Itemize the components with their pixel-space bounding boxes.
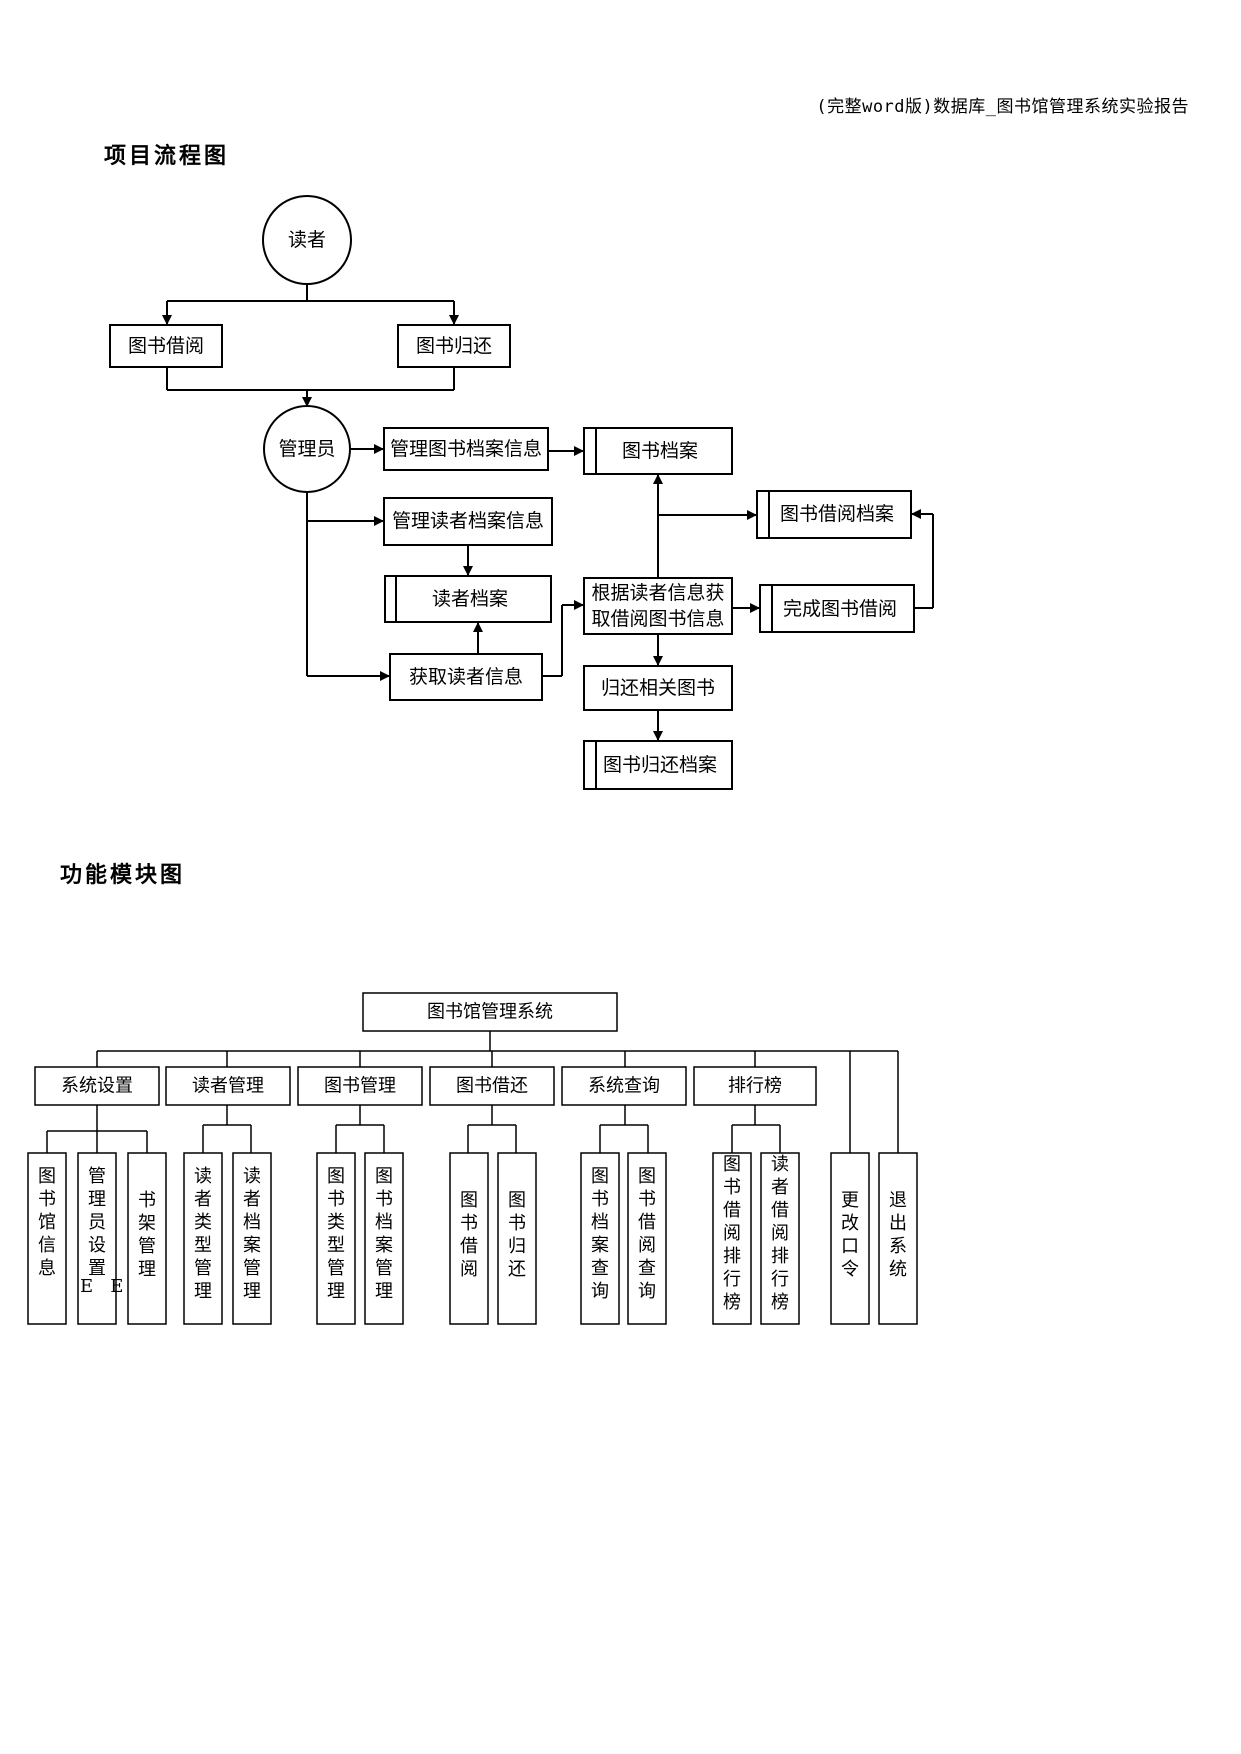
module-leaf: 图书借阅 xyxy=(460,1190,478,1280)
module-category: 系统查询 xyxy=(588,1076,660,1097)
flow-node-manage-book-records: 管理图书档案信息 xyxy=(390,438,542,460)
module-leaf: 更改口令 xyxy=(841,1190,859,1280)
module-leaf: 图书借阅查询 xyxy=(638,1166,656,1302)
flow-node-manage-reader-records: 管理读者档案信息 xyxy=(392,510,544,532)
module-leaf: 图书归还 xyxy=(508,1190,526,1280)
module-leaf: 图书类型管理 xyxy=(327,1166,345,1302)
module-category: 排行榜 xyxy=(728,1076,782,1097)
flow-node-get-reader-info: 获取读者信息 xyxy=(409,666,523,688)
flow-node-reader-records: 读者档案 xyxy=(432,588,508,610)
flow-node-admin: 管理员 xyxy=(278,438,335,460)
module-leaf: 读者借阅排行榜 xyxy=(771,1154,789,1313)
module-leaf: 图书借阅排行榜 xyxy=(723,1154,741,1313)
module-leaf: 管理员设置 xyxy=(88,1166,106,1279)
flowchart-heading: 项目流程图 xyxy=(104,144,230,169)
flow-node-complete-borrow: 完成图书借阅 xyxy=(783,598,897,620)
module-leaf: 读者类型管理 xyxy=(194,1166,212,1302)
flow-node-fetch-borrow-info-line1: 根据读者信息获 xyxy=(591,582,724,604)
stray-glyphs: E E xyxy=(80,1276,123,1297)
document-header: (完整word版)数据库_图书馆管理系统实验报告 xyxy=(816,97,1189,117)
module-leaf: 读者档案管理 xyxy=(243,1166,261,1302)
module-category: 图书管理 xyxy=(324,1076,396,1097)
flow-node-fetch-borrow-info-line2: 取借阅图书信息 xyxy=(591,608,724,630)
module-category: 读者管理 xyxy=(192,1076,264,1097)
module-category: 系统设置 xyxy=(61,1076,133,1097)
module-leaf: 图书馆信息 xyxy=(38,1166,56,1279)
flow-node-borrow-records: 图书借阅档案 xyxy=(780,503,894,525)
flow-node-book-borrow: 图书借阅 xyxy=(128,335,204,357)
flow-node-book-return: 图书归还 xyxy=(416,335,492,357)
module-leaf: 退出系统 xyxy=(889,1190,907,1280)
flow-node-book-records: 图书档案 xyxy=(622,440,698,462)
module-diagram-heading: 功能模块图 xyxy=(60,863,186,888)
module-leaf: 书架管理 xyxy=(138,1190,156,1280)
flow-node-reader: 读者 xyxy=(288,229,326,251)
module-leaf: 图书档案管理 xyxy=(375,1166,393,1302)
module-root: 图书馆管理系统 xyxy=(427,1002,553,1023)
module-leaf: 图书档案查询 xyxy=(591,1166,609,1302)
module-category: 图书借还 xyxy=(456,1076,528,1097)
flow-node-return-records: 图书归还档案 xyxy=(603,754,717,776)
flow-node-return-books: 归还相关图书 xyxy=(601,677,715,699)
